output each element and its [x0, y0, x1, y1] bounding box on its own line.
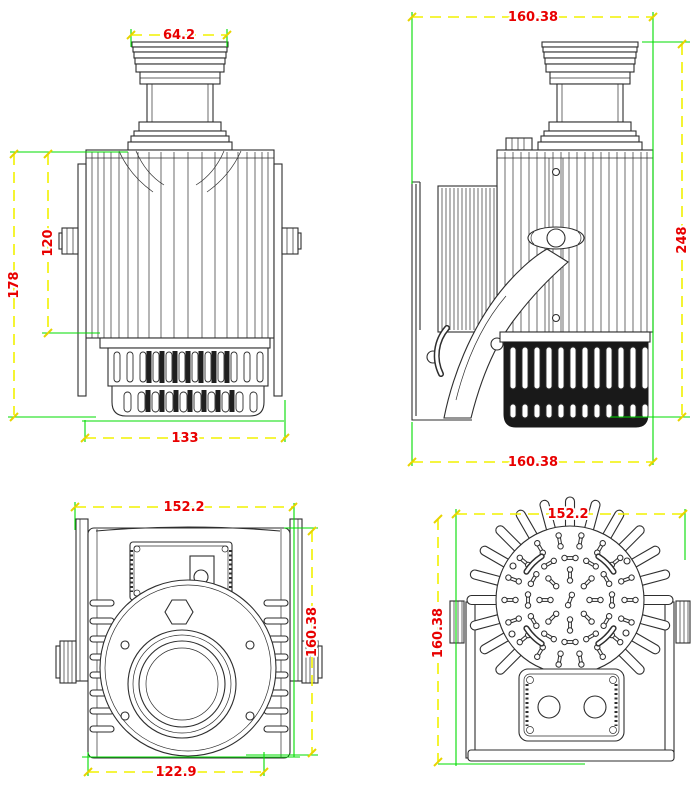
dim-text: 64.2: [163, 28, 195, 43]
side-view: 160.38 248 160.38: [407, 8, 692, 472]
dim-text: 122.9: [155, 765, 196, 780]
wing-knob: [527, 226, 585, 250]
hex-bolt: [164, 599, 194, 625]
pin-fin-heatsink: [495, 525, 645, 675]
dim-face-width: 152.2: [70, 498, 298, 757]
dim-front-base-width: 133: [80, 400, 290, 448]
dim-face-height: 160.38: [246, 526, 322, 758]
bracket-base: [467, 749, 675, 762]
side-bolt-right: [281, 227, 302, 255]
dim-text: 160.38: [508, 455, 558, 470]
dim-rear-height: 160.38: [429, 514, 585, 767]
dim-text: 248: [675, 226, 690, 253]
lens-barrel: [127, 41, 233, 151]
heatsink-body: [85, 149, 275, 339]
dim-face-bottom-width: 122.9: [82, 752, 300, 782]
dim-side-overall-height: 248: [610, 39, 692, 422]
dim-text: 160.38: [305, 607, 320, 657]
side-mount-plates: [77, 163, 283, 397]
mounting-plate: [518, 668, 625, 742]
dim-text: 178: [7, 271, 22, 298]
rear-view: 152.2 160.38: [429, 496, 691, 767]
dim-text: 160.38: [431, 608, 446, 658]
dim-text: 160.38: [508, 10, 558, 25]
dim-front-inner-height: 120: [10, 149, 128, 338]
connector-bump: [505, 137, 533, 151]
yoke-arm: [426, 248, 569, 419]
dim-front-overall-height: 178: [5, 149, 96, 422]
front-view: 64.2 120 178 133: [5, 26, 302, 448]
mount-bracket-left: [55, 518, 89, 684]
side-fins: [89, 599, 289, 733]
dim-side-bottom-width: 160.38: [407, 422, 658, 472]
face-view: 152.2 160.38 122.9: [55, 498, 323, 782]
side-bolt-left: [58, 227, 79, 255]
lens-opening: [127, 629, 237, 739]
bottom-fin-tiers: [99, 337, 271, 417]
dim-front-lens-width: 64.2: [126, 26, 232, 47]
dim-side-top-width: 160.38: [407, 8, 658, 465]
dim-text: 120: [41, 229, 56, 256]
mount-bracket-right: [289, 518, 323, 684]
mount-bracket-plate: [411, 181, 472, 421]
heatsink-body: [437, 149, 654, 333]
dim-text: 133: [171, 431, 198, 446]
bottom-fin-tiers: [499, 331, 651, 428]
dim-text: 152.2: [163, 500, 204, 515]
dim-rear-width: 152.2: [451, 505, 688, 766]
lens-barrel: [537, 41, 643, 151]
dim-text: 152.2: [547, 507, 588, 522]
